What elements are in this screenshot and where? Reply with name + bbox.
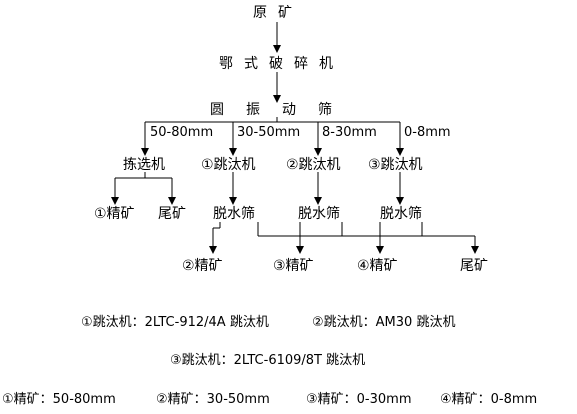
legend-jig-1: ①跳汰机：2LTC-912/4A 跳汰机: [81, 315, 269, 330]
node-concentrate-2: ②精矿: [182, 258, 223, 274]
node-jig-3: ③跳汰机: [368, 157, 423, 173]
node-picker: 拣选机: [123, 157, 165, 173]
legend-jig-3: ③跳汰机：2LTC-6109/8T 跳汰机: [170, 353, 366, 368]
node-jig-1: ①跳汰机: [201, 157, 256, 173]
node-tailing: 尾矿: [460, 258, 488, 274]
node-picker-concentrate: ①精矿: [94, 206, 135, 222]
size-label-4: 0-8mm: [404, 125, 451, 140]
node-dewatering-screen-3: 脱水筛: [380, 206, 422, 222]
node-concentrate-4: ④精矿: [357, 258, 398, 274]
node-dewatering-screen-2: 脱水筛: [298, 206, 340, 222]
size-label-2: 30-50mm: [237, 125, 301, 140]
node-raw-ore: 原矿: [253, 5, 303, 21]
node-jig-2: ②跳汰机: [286, 157, 341, 173]
size-label-3: 8-30mm: [322, 125, 377, 140]
size-label-1: 50-80mm: [150, 125, 214, 140]
node-picker-tailing: 尾矿: [158, 206, 186, 222]
node-dewatering-screen-1: 脱水筛: [213, 206, 255, 222]
legend-concentrate-1: ①精矿：50-80mm: [2, 392, 116, 407]
node-jaw-crusher: 鄂式破碎机: [219, 56, 344, 72]
legend-jig-2: ②跳汰机：AM30 跳汰机: [312, 315, 456, 330]
node-concentrate-3: ③精矿: [273, 258, 314, 274]
legend-concentrate-2: ②精矿：30-50mm: [156, 392, 270, 407]
legend-concentrate-3: ③精矿：0-30mm: [306, 392, 412, 407]
node-vibrating-screen: 圆振动筛: [210, 102, 354, 118]
legend-concentrate-4: ④精矿：0-8mm: [440, 392, 538, 407]
